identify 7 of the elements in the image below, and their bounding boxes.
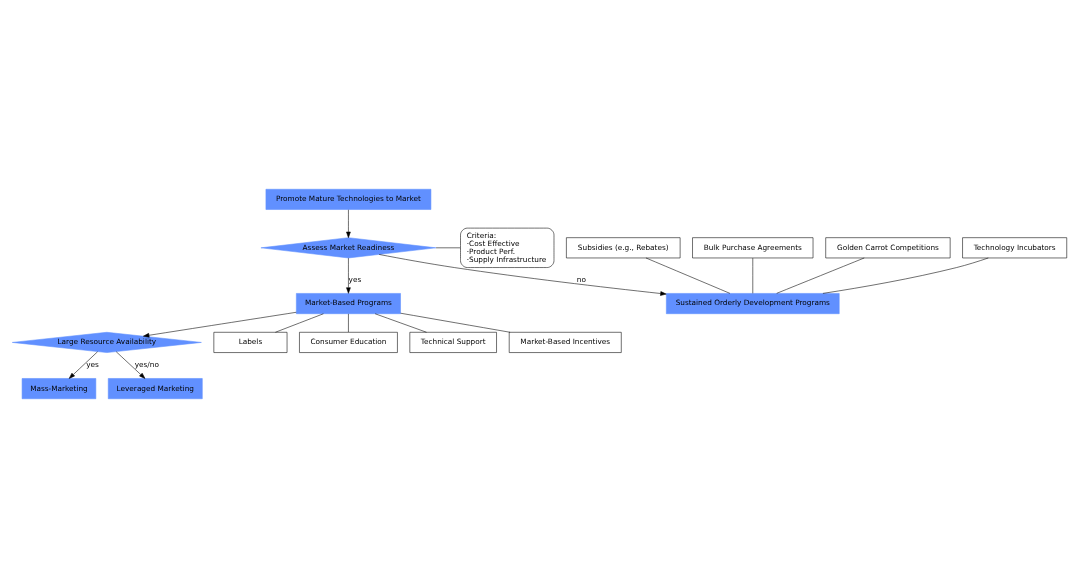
arrow xyxy=(115,351,146,379)
arrow xyxy=(143,312,297,338)
arrow xyxy=(346,257,351,294)
connector xyxy=(400,312,511,333)
arrow xyxy=(378,254,667,296)
arrow xyxy=(68,351,98,379)
arrow xyxy=(346,209,351,238)
